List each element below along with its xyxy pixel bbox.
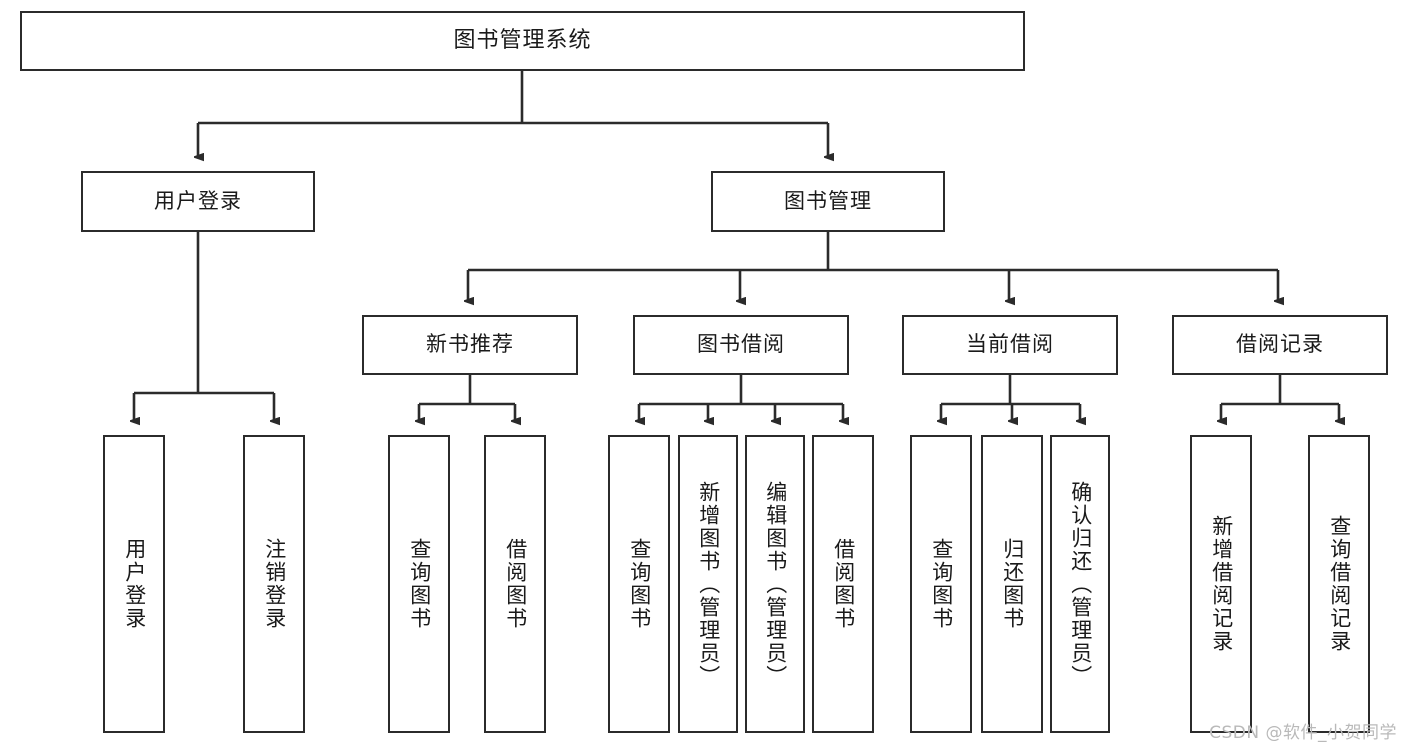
node-label: 图书管理系统 bbox=[453, 27, 592, 53]
node-label: 借阅记录 bbox=[1236, 332, 1324, 357]
node-leaf-borrow-book-1[interactable]: 借阅图书 bbox=[484, 435, 546, 733]
node-current-borrow[interactable]: 当前借阅 bbox=[902, 315, 1118, 375]
edges-book-borrow-to-leaves bbox=[639, 375, 843, 421]
node-leaf-logout[interactable]: 注销登录 bbox=[243, 435, 305, 733]
edges-new-book-rec-to-leaves bbox=[419, 375, 515, 421]
edges-borrow-record-to-leaves bbox=[1221, 375, 1339, 421]
node-root-system[interactable]: 图书管理系统 bbox=[20, 11, 1025, 71]
node-label: 查询图书 bbox=[407, 538, 432, 630]
node-leaf-add-record[interactable]: 新增借阅记录 bbox=[1190, 435, 1252, 733]
node-label: 查询图书 bbox=[627, 538, 652, 630]
node-leaf-edit-book[interactable]: 编辑图书（管理员） bbox=[745, 435, 805, 733]
node-label: 新书推荐 bbox=[426, 332, 514, 357]
node-leaf-borrow-book-2[interactable]: 借阅图书 bbox=[812, 435, 874, 733]
node-leaf-query-book-2[interactable]: 查询图书 bbox=[608, 435, 670, 733]
node-label: 借阅图书 bbox=[503, 538, 528, 630]
edges-current-borrow-to-leaves bbox=[941, 375, 1080, 421]
node-new-book-rec[interactable]: 新书推荐 bbox=[362, 315, 578, 375]
node-borrow-record[interactable]: 借阅记录 bbox=[1172, 315, 1388, 375]
node-label: 当前借阅 bbox=[966, 332, 1054, 357]
node-label: 用户登录 bbox=[122, 538, 147, 630]
node-leaf-query-book-3[interactable]: 查询图书 bbox=[910, 435, 972, 733]
node-label: 图书管理 bbox=[784, 188, 872, 213]
node-leaf-query-book-1[interactable]: 查询图书 bbox=[388, 435, 450, 733]
edges-user-login-to-leaves bbox=[134, 232, 274, 421]
node-label: 用户登录 bbox=[154, 188, 242, 213]
watermark: CSDN @软件_小贺同学 bbox=[1209, 723, 1397, 743]
edges-book-manage-to-level3 bbox=[468, 232, 1278, 301]
node-leaf-user-login[interactable]: 用户登录 bbox=[103, 435, 165, 733]
node-label: 确认归还（管理员） bbox=[1068, 480, 1093, 688]
node-label: 新增图书（管理员） bbox=[696, 480, 721, 688]
node-label: 查询借阅记录 bbox=[1327, 515, 1352, 653]
node-leaf-query-record[interactable]: 查询借阅记录 bbox=[1308, 435, 1370, 733]
node-leaf-add-book[interactable]: 新增图书（管理员） bbox=[678, 435, 738, 733]
node-label: 归还图书 bbox=[1000, 538, 1025, 630]
node-label: 借阅图书 bbox=[831, 538, 856, 630]
node-label: 图书借阅 bbox=[697, 332, 785, 357]
node-leaf-confirm-return[interactable]: 确认归还（管理员） bbox=[1050, 435, 1110, 733]
node-book-manage[interactable]: 图书管理 bbox=[711, 171, 945, 232]
node-label: 注销登录 bbox=[262, 538, 287, 630]
node-user-login[interactable]: 用户登录 bbox=[81, 171, 315, 232]
node-book-borrow[interactable]: 图书借阅 bbox=[633, 315, 849, 375]
node-label: 新增借阅记录 bbox=[1209, 515, 1234, 653]
node-label: 查询图书 bbox=[929, 538, 954, 630]
edges-root-to-level2 bbox=[198, 71, 828, 157]
node-leaf-return-book[interactable]: 归还图书 bbox=[981, 435, 1043, 733]
node-label: 编辑图书（管理员） bbox=[763, 480, 788, 688]
